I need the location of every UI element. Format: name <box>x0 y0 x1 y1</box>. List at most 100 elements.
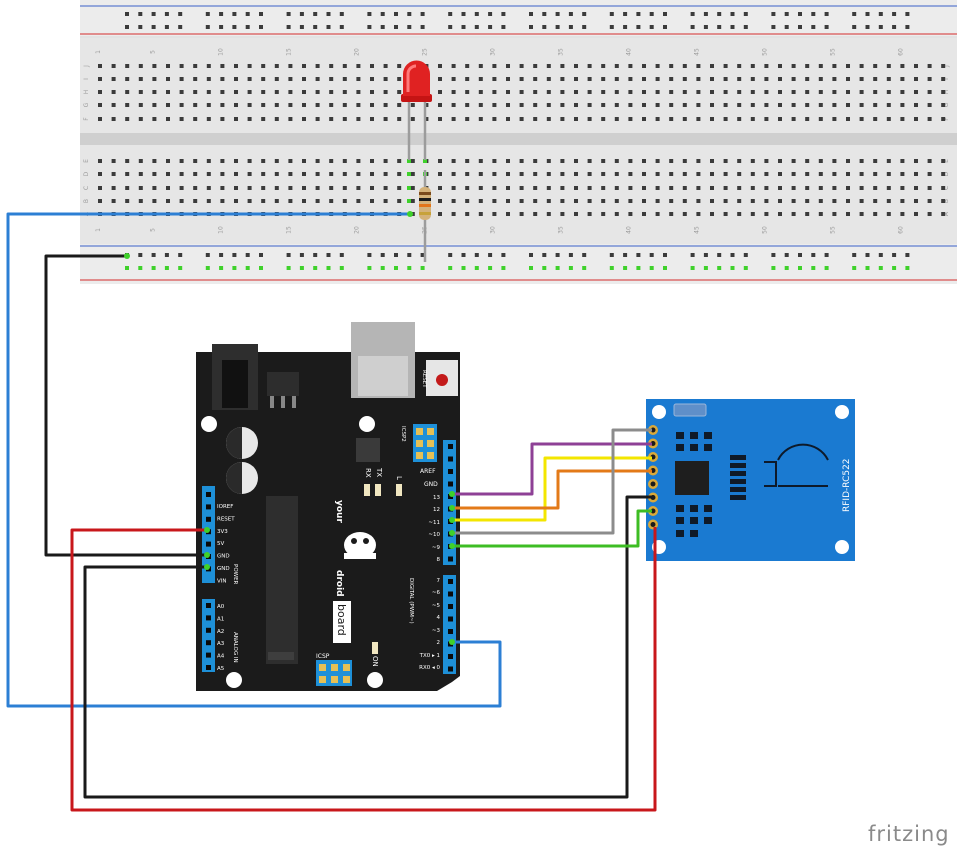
bb-hole <box>846 77 850 81</box>
rail-hole <box>232 25 237 29</box>
bb-hole <box>98 199 102 203</box>
bb-hole <box>601 199 606 203</box>
bb-hole <box>560 212 565 216</box>
bb-hole <box>927 199 932 203</box>
analog-header <box>202 599 215 672</box>
bb-hole <box>166 199 170 203</box>
bb-hole <box>138 77 143 81</box>
bb-hole <box>478 90 483 94</box>
bb-hole <box>614 64 619 68</box>
rail-hole <box>636 12 641 16</box>
rail-hole <box>852 266 857 270</box>
bb-hole <box>859 117 864 121</box>
rail-hole <box>232 266 237 270</box>
power-pin-label: RESET <box>217 516 235 522</box>
bb-hole <box>873 186 878 190</box>
bb-hole <box>465 77 470 81</box>
bb-hole <box>533 90 538 94</box>
bb-hole <box>669 103 674 107</box>
bb-hole <box>438 117 442 121</box>
bb-hole <box>696 64 701 68</box>
bb-hole <box>682 117 687 121</box>
l-label: L <box>395 476 403 480</box>
bb-hole <box>356 186 361 190</box>
wire-end <box>449 543 455 549</box>
bb-hole <box>628 186 633 190</box>
bb-hole <box>451 186 456 190</box>
rail-hole <box>394 12 398 16</box>
row-letter: I <box>83 78 90 80</box>
bb-hole <box>125 186 130 190</box>
smd-part <box>690 505 698 512</box>
rail-hole <box>245 266 250 270</box>
bb-hole <box>193 117 198 121</box>
bb-hole <box>206 77 211 81</box>
bb-hole <box>397 199 402 203</box>
bb-hole <box>546 159 551 163</box>
bb-hole <box>914 103 918 107</box>
bb-hole <box>383 186 388 190</box>
bb-hole <box>410 186 415 190</box>
bb-hole <box>138 159 143 163</box>
bb-hole <box>587 212 592 216</box>
bb-hole <box>818 103 823 107</box>
wire-red-3v3 <box>70 527 657 812</box>
bb-hole <box>125 199 130 203</box>
bb-hole <box>261 172 266 176</box>
power-pin-label: GND <box>217 554 230 560</box>
rail-hole <box>407 12 412 16</box>
bb-hole <box>288 186 293 190</box>
smd-part <box>690 517 698 524</box>
digital-pin-label: 7 <box>437 578 441 584</box>
bb-hole <box>519 212 524 216</box>
bb-hole <box>111 186 116 190</box>
bb-hole <box>710 77 714 81</box>
rail-hole <box>878 253 883 257</box>
bb-hole <box>696 117 701 121</box>
bb-hole <box>587 77 592 81</box>
rail-hole <box>286 253 291 257</box>
bb-hole <box>315 77 320 81</box>
wire-gray <box>452 428 652 535</box>
smd-part <box>704 517 712 524</box>
bb-hole <box>465 172 470 176</box>
rfid-pin-hole <box>650 522 656 527</box>
bb-hole <box>478 199 483 203</box>
bb-hole <box>723 64 728 68</box>
bb-hole <box>397 64 402 68</box>
rail-hole <box>623 25 628 29</box>
bb-hole <box>342 77 347 81</box>
bb-hole <box>438 172 442 176</box>
rail-hole <box>178 25 183 29</box>
bb-hole <box>478 77 483 81</box>
bb-hole <box>288 117 293 121</box>
on-led <box>372 642 378 654</box>
bb-hole <box>152 64 157 68</box>
bb-hole <box>519 186 524 190</box>
power-label: POWER <box>232 564 238 585</box>
bb-hole <box>642 212 646 216</box>
bb-hole <box>900 64 905 68</box>
column-number: 5 <box>149 228 156 232</box>
bb-hole <box>886 199 891 203</box>
bb-hole <box>818 77 823 81</box>
digital-pin-label: 4 <box>437 615 441 621</box>
wire-end <box>449 491 455 497</box>
bb-hole <box>329 117 334 121</box>
bb-hole <box>655 77 660 81</box>
bb-hole <box>791 103 796 107</box>
bb-hole <box>220 186 225 190</box>
bb-hole <box>750 103 755 107</box>
rail-hole <box>703 253 708 257</box>
bb-hole <box>846 90 850 94</box>
bb-hole <box>927 117 932 121</box>
bb-hole <box>274 64 279 68</box>
rail-hole <box>151 266 156 270</box>
bb-hole <box>397 77 402 81</box>
bb-hole <box>193 90 198 94</box>
column-number: 20 <box>353 48 360 56</box>
bb-hole <box>329 64 334 68</box>
bb-hole <box>682 64 687 68</box>
bb-hole <box>601 186 606 190</box>
bb-hole <box>764 186 769 190</box>
